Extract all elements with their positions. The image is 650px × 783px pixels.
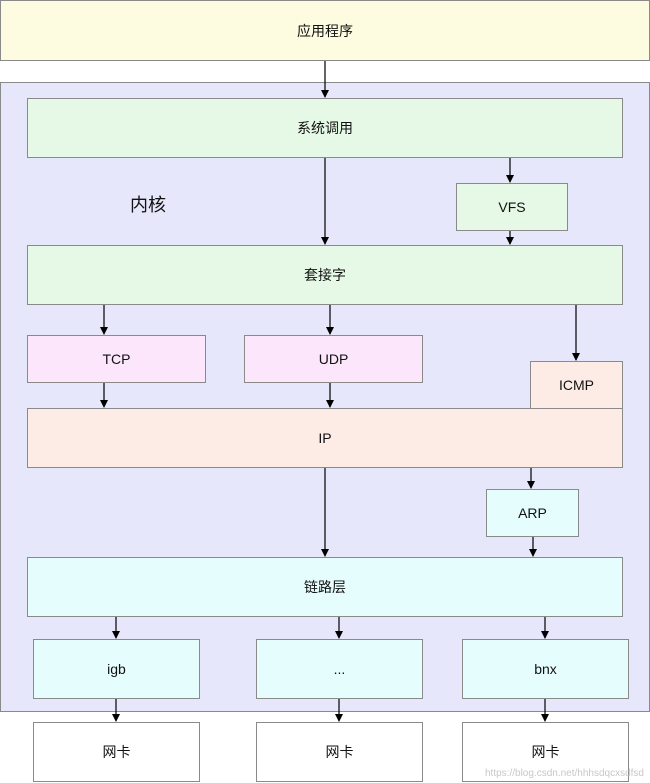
app-box: 应用程序 (0, 0, 650, 61)
app-label: 应用程序 (297, 22, 353, 39)
watermark: https://blog.csdn.net/hhhsdqcxsdfsd (485, 768, 644, 779)
link-layer-label: 链路层 (304, 579, 346, 595)
vfs-label: VFS (498, 199, 526, 215)
icmp-label: ICMP (559, 377, 594, 393)
link-layer-box: 链路层 (27, 557, 623, 617)
dots-box: ... (256, 639, 423, 699)
nic-box-3: 网卡 (462, 722, 629, 782)
nic-label-3: 网卡 (531, 744, 560, 760)
arp-box: ARP (486, 489, 579, 537)
socket-label: 套接字 (304, 267, 346, 283)
arp-label: ARP (518, 505, 547, 521)
nic-box-1: 网卡 (33, 722, 200, 782)
nic-label-1: 网卡 (102, 744, 131, 760)
dots-label: ... (333, 661, 346, 677)
tcp-box: TCP (27, 335, 206, 383)
vfs-box: VFS (456, 183, 568, 231)
igb-label: igb (107, 661, 126, 677)
kernel-label: 内核 (130, 195, 166, 215)
bnx-box: bnx (462, 639, 629, 699)
bnx-label: bnx (534, 661, 557, 677)
syscall-label: 系统调用 (297, 120, 353, 136)
ip-label: IP (318, 430, 332, 446)
tcp-label: TCP (102, 351, 131, 367)
syscall-box: 系统调用 (27, 98, 623, 158)
udp-box: UDP (244, 335, 423, 383)
igb-box: igb (33, 639, 200, 699)
udp-label: UDP (318, 351, 349, 367)
ip-box: IP (27, 408, 623, 468)
nic-label-2: 网卡 (325, 744, 354, 760)
icmp-box: ICMP (530, 361, 623, 409)
nic-box-2: 网卡 (256, 722, 423, 782)
socket-box: 套接字 (27, 245, 623, 305)
